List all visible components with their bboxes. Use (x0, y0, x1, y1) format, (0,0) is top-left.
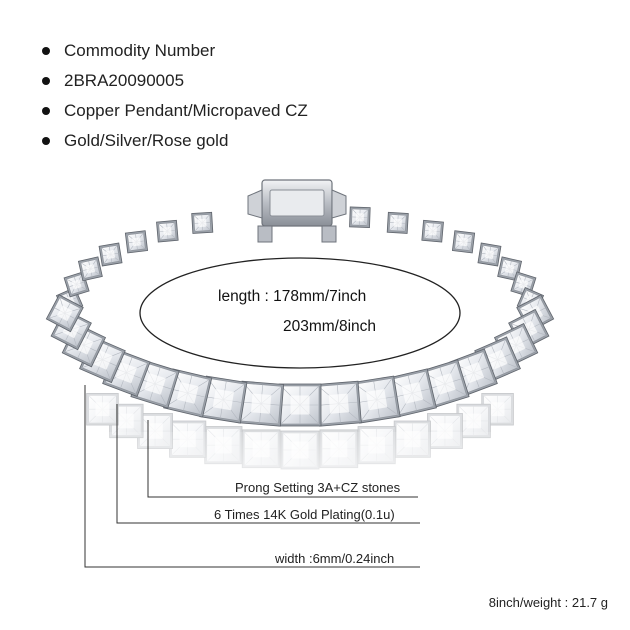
length-alt-label: 203mm/8inch (283, 318, 377, 335)
back-stone (77, 256, 103, 282)
front-stone (352, 375, 401, 424)
prong-callout: Prong Setting 3A+CZ stones (235, 480, 401, 495)
bullet-icon (42, 77, 50, 85)
back-stone (156, 219, 179, 243)
bullet-icon (42, 137, 50, 145)
spec-material: Copper Pendant/Micropaved CZ (40, 96, 308, 126)
front-stone (387, 368, 437, 418)
front-stone (278, 383, 322, 427)
back-stone (191, 211, 214, 234)
weight-label: 8inch/weight : 21.7 g (488, 595, 608, 610)
back-stone (386, 211, 409, 234)
callout-underlines (198, 496, 420, 568)
bracelet-front-row (45, 294, 555, 427)
front-stone (199, 375, 248, 424)
spec-text: Gold/Silver/Rose gold (64, 131, 229, 150)
width-callout: width :6mm/0.24inch (275, 551, 395, 566)
back-stone (477, 242, 502, 267)
back-stone (124, 230, 149, 254)
spec-text: Commodity Number (64, 41, 216, 60)
back-stone (421, 219, 444, 243)
back-stone (98, 242, 123, 267)
back-stone (451, 230, 476, 254)
front-stone (45, 294, 84, 333)
bullet-icon (42, 47, 50, 55)
spec-colors: Gold/Silver/Rose gold (40, 126, 308, 156)
bullet-icon (42, 107, 50, 115)
spec-text: 2BRA20090005 (64, 71, 185, 90)
spec-commodity-number-value: 2BRA20090005 (40, 66, 308, 96)
callout-lines (84, 385, 268, 568)
front-stone (238, 380, 285, 427)
spec-commodity-number-label: Commodity Number (40, 36, 308, 66)
back-stone (349, 206, 371, 228)
length-oval (139, 257, 461, 369)
clasp-icon (247, 179, 347, 243)
length-label: length : 178mm/7inch (218, 288, 367, 305)
front-stone (315, 380, 362, 427)
reflection-stone (86, 392, 119, 426)
plating-callout: 6 Times 14K Gold Plating(0.1u) (214, 507, 395, 522)
spec-text: Copper Pendant/Micropaved CZ (64, 101, 308, 120)
front-stone (420, 359, 470, 409)
spec-list: Commodity Number 2BRA20090005 Copper Pen… (40, 36, 308, 156)
